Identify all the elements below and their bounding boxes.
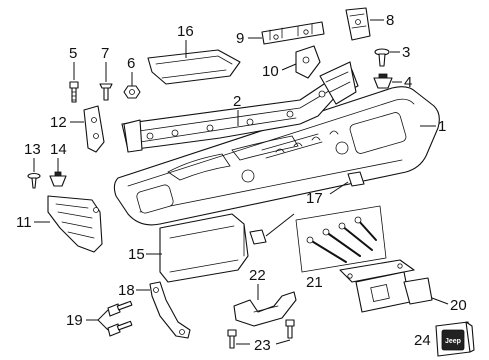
part-9-bracket [248, 21, 325, 45]
part-20-hitch-receiver [339, 259, 449, 313]
part-21-bolt-set [295, 205, 387, 273]
part-3-push-pin [374, 48, 400, 67]
callout-8: 8 [386, 12, 394, 29]
callout-12: 12 [50, 114, 67, 131]
callout-9: 9 [236, 30, 244, 47]
part-5-bolt [69, 62, 79, 103]
part-22-lower-bracket [233, 284, 297, 327]
part-14-retainer [49, 158, 67, 187]
callout-15: 15 [128, 246, 145, 263]
hitch-cover-logo: Jeep [445, 338, 461, 345]
callout-16: 16 [177, 23, 194, 40]
callout-20: 20 [450, 297, 467, 314]
part-11-side-shield [34, 195, 103, 253]
callout-14: 14 [50, 141, 67, 158]
part-18-tow-bracket [136, 281, 191, 339]
part-17-plugs [249, 171, 365, 245]
part-24-hitch-cover: Jeep [435, 321, 475, 357]
callout-11: 11 [16, 214, 32, 231]
callout-10: 10 [262, 63, 279, 80]
part-10-mount-bracket [281, 45, 321, 79]
part-6-nut [123, 72, 141, 99]
part-15-valance [146, 213, 249, 283]
part-13-push-pin [27, 158, 41, 189]
callout-5: 5 [69, 45, 77, 62]
part-4-retainer [373, 73, 402, 89]
part-2-reinforcement-beam [121, 61, 359, 153]
callout-24: 24 [414, 332, 431, 349]
part-12-side-bracket [70, 105, 105, 153]
callout-23: 23 [254, 337, 271, 354]
callout-13: 13 [24, 141, 41, 158]
callout-4: 4 [404, 74, 412, 91]
part-8-corner-bracket [345, 7, 384, 41]
callout-22: 22 [249, 267, 266, 284]
part-23-bolts [227, 319, 295, 349]
callout-3: 3 [402, 44, 410, 61]
part-19-bolts [86, 300, 133, 337]
callout-7: 7 [101, 45, 109, 62]
callout-6: 6 [127, 55, 135, 72]
part-1-bumper [113, 86, 440, 226]
callout-2: 2 [233, 93, 241, 110]
part-7-screw [99, 62, 113, 101]
callout-1: 1 [438, 118, 446, 135]
callout-17: 17 [306, 190, 323, 207]
callout-19: 19 [66, 312, 83, 329]
callout-18: 18 [118, 282, 135, 299]
part-16-tray [147, 40, 241, 85]
callout-21: 21 [306, 274, 323, 291]
